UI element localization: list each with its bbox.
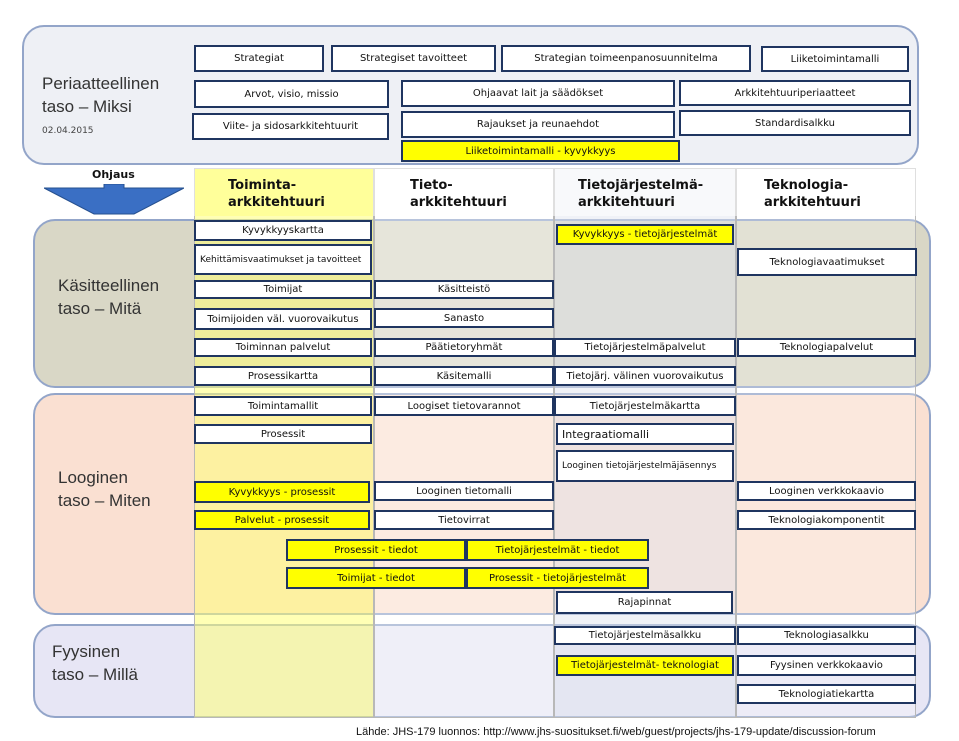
concept-catalog-box: Käsitteistö [374, 280, 554, 299]
business-header-bg [195, 169, 373, 216]
system-map-box: Tietojärjestelmäkartta [554, 396, 736, 416]
technology-services-box: Teknologiapalvelut [737, 338, 916, 357]
interfaces-box: Rajapinnat [556, 591, 733, 614]
guidance-label: Ohjaus [92, 168, 135, 181]
development-requirements-box: Kehittämisvaatimukset ja tavoitteet [194, 244, 372, 275]
vocabulary-box: Sanasto [374, 308, 554, 328]
actor-interaction-box: Toimijoiden väl. vuorovaikutus [194, 308, 372, 330]
technology-components-box: Teknologiakomponentit [737, 510, 916, 530]
logical-data-model-box: Looginen tietomalli [374, 481, 554, 501]
concept-model-box: Käsitemalli [374, 366, 554, 386]
technology-requirements-box: Teknologiavaatimukset [737, 248, 917, 276]
information-column [374, 168, 554, 718]
technology-column-header: Teknologia- arkkitehtuuri [764, 178, 861, 210]
data-flows-box: Tietovirrat [374, 510, 554, 530]
systems-technologies-box: Tietojärjestelmät- teknologiat [556, 655, 734, 676]
system-column-header: Tietojärjestelmä- arkkitehtuuri [578, 178, 704, 210]
capability-map-box: Kyvykkyyskartta [194, 220, 372, 241]
system-services-box: Tietojärjestelmäpalvelut [554, 338, 736, 357]
logical-level-band [33, 393, 931, 615]
values-vision-mission-box: Arvot, visio, missio [194, 80, 389, 108]
system-interaction-box: Tietojärj. välinen vuorovaikutus [554, 366, 736, 386]
conceptual-level-title: Käsitteellinen taso – Mitä [58, 276, 160, 318]
logical-level-title: Looginen taso – Miten [58, 468, 151, 510]
system-portfolio-box: Tietojärjestelmäsalkku [554, 626, 736, 645]
strategic-goals-box: Strategiset tavoitteet [331, 45, 496, 72]
physical-level-title: Fyysinen taso – Millä [52, 642, 138, 684]
conceptual-level-band [33, 219, 931, 388]
processes-systems-box: Prosessit - tietojärjestelmät [466, 567, 649, 589]
standards-portfolio-box: Standardisalkku [679, 110, 911, 136]
integration-model-box: Integraatiomalli [556, 423, 734, 445]
guidance-arrow-icon [44, 184, 184, 215]
services-processes-box: Palvelut - prosessit [194, 510, 370, 530]
processes-data-box: Prosessit - tiedot [286, 539, 466, 561]
business-model-capability-box: Liiketoimintamalli - kyvykkyys [401, 140, 680, 162]
logical-network-diagram-box: Looginen verkkokaavio [737, 481, 916, 501]
logical-data-stores-box: Loogiset tietovarannot [374, 396, 554, 416]
actors-box: Toimijat [194, 280, 372, 299]
strategies-box: Strategiat [194, 45, 324, 72]
business-column-header: Toiminta- arkkitehtuuri [228, 178, 325, 210]
strategy-implementation-box: Strategian toimeenpanosuunnitelma [501, 45, 751, 72]
process-map-box: Prosessikartta [194, 366, 372, 386]
business-services-box: Toiminnan palvelut [194, 338, 372, 357]
reference-architectures-box: Viite- ja sidosarkkitehtuurit [192, 113, 389, 140]
information-column-header: Tieto- arkkitehtuuri [410, 178, 507, 210]
actors-data-box: Toimijat - tiedot [286, 567, 466, 589]
architecture-principles-box: Arkkitehtuuriperiaatteet [679, 80, 911, 106]
operating-models-box: Toimintamallit [194, 396, 372, 416]
capability-processes-box: Kyvykkyys - prosessit [194, 481, 370, 503]
source-citation: Lähde: JHS-179 luonnos: http://www.jhs-s… [356, 726, 876, 738]
capability-systems-box: Kyvykkyys - tietojärjestelmät [556, 224, 734, 245]
processes-box: Prosessit [194, 424, 372, 444]
technology-roadmap-box: Teknologiatiekartta [737, 684, 916, 704]
principle-level-date: 02.04.2015 [42, 126, 94, 136]
business-model-box: Liiketoimintamalli [761, 46, 909, 72]
systems-data-box: Tietojärjestelmät - tiedot [466, 539, 649, 561]
physical-network-diagram-box: Fyysinen verkkokaavio [737, 655, 916, 676]
principle-level-title: Periaatteellinen taso – Miksi [42, 74, 160, 116]
logical-system-structure-box: Looginen tietojärjestelmäjäsennys [556, 450, 734, 482]
main-data-groups-box: Päätietoryhmät [374, 338, 554, 357]
technology-portfolio-box: Teknologiasalkku [737, 626, 916, 645]
governing-laws-box: Ohjaavat lait ja säädökset [401, 80, 675, 107]
constraints-box: Rajaukset ja reunaehdot [401, 111, 675, 138]
